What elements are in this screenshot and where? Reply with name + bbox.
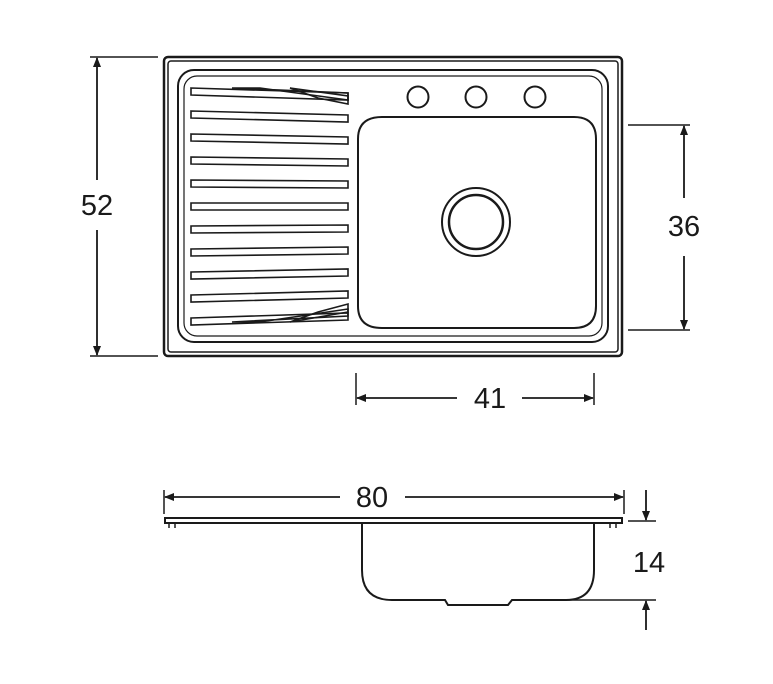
drainboard-rib: [190, 224, 349, 234]
drainboard-rib-wedge: [289, 302, 349, 323]
drainboard: [190, 87, 349, 326]
drainboard-rib: [190, 312, 349, 326]
drainboard-rib: [190, 202, 349, 211]
dimension-overall-width: 80: [163, 482, 625, 514]
drainboard-ribs: [190, 87, 349, 326]
dimension-label-52: 52: [81, 190, 113, 222]
drain-outer-ring: [441, 187, 511, 257]
tap-hole: [523, 85, 547, 109]
drainboard-rib: [190, 156, 349, 167]
dimension-label-14: 14: [633, 547, 665, 579]
tap-hole: [406, 85, 430, 109]
dimension-label-36: 36: [668, 211, 700, 243]
dimension-label-41: 41: [474, 383, 506, 415]
sink-inner-surface: [177, 69, 609, 343]
drainboard-rib: [190, 290, 349, 303]
side-bowl-profile: [361, 523, 595, 606]
sink-top-view: [162, 55, 624, 358]
drainboard-rib: [190, 179, 349, 189]
drainboard-rib: [190, 268, 349, 280]
sink-inner-surface-line: [183, 75, 603, 337]
side-rim: [164, 517, 623, 524]
sink-outer-rim: [162, 55, 624, 358]
drain-inner-ring: [447, 193, 505, 251]
drainboard-rib: [190, 110, 349, 123]
dimension-label-80: 80: [356, 482, 388, 514]
dimension-bowl-depth: 36: [628, 124, 700, 331]
dimension-bowl-height: 14: [520, 490, 665, 630]
sink-bowl: [357, 116, 597, 329]
tap-holes: [406, 85, 547, 109]
tap-hole: [464, 85, 488, 109]
drainboard-rib-wedge: [289, 87, 349, 105]
sink-rim-inner-edge: [167, 60, 619, 353]
sink-side-view: [164, 517, 623, 606]
drainboard-rib: [190, 133, 349, 145]
drainboard-rib: [190, 246, 349, 257]
dimension-overall-depth: 52: [81, 56, 158, 357]
dimension-bowl-width: 41: [355, 373, 595, 415]
